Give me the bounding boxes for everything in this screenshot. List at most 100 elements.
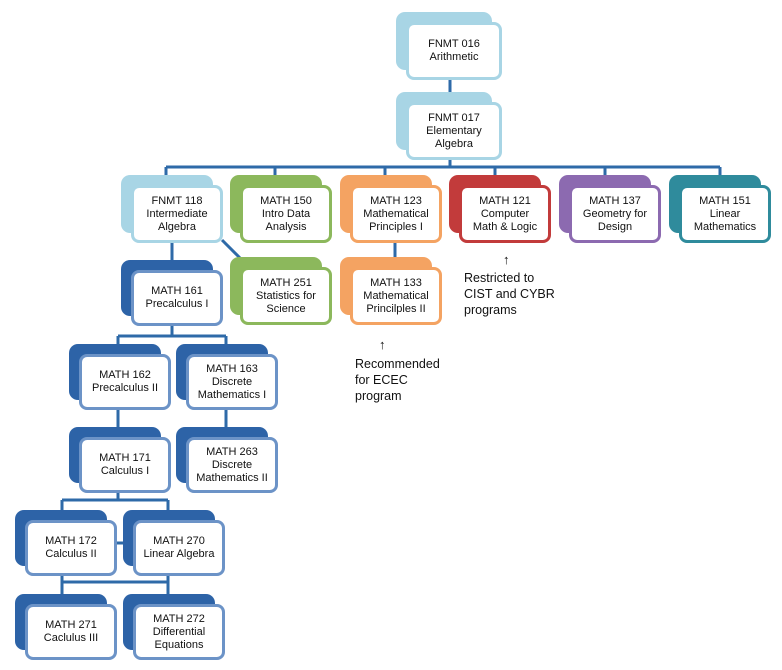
course-code: FNMT 118 bbox=[151, 194, 203, 207]
connector-segment bbox=[220, 238, 242, 260]
course-name: Linear bbox=[709, 207, 741, 220]
course-math271: MATH 271 Caclulus III bbox=[15, 594, 117, 660]
course-code: MATH 172 bbox=[45, 535, 97, 547]
course-box: MATH 270 Linear Algebra bbox=[133, 520, 225, 576]
course-fnmt016: FNMT 016 Arithmetic bbox=[396, 12, 502, 80]
course-name: Differential bbox=[152, 625, 206, 638]
course-name-line2: Design bbox=[597, 220, 633, 233]
course-name: Intro Data bbox=[261, 207, 311, 220]
course-code: MATH 150 bbox=[260, 194, 312, 207]
note-line: program bbox=[355, 389, 402, 403]
course-code: MATH 161 bbox=[151, 285, 203, 297]
course-name: Intermediate bbox=[146, 207, 208, 220]
course-box: MATH 151 Linear Mathematics bbox=[679, 185, 771, 243]
course-name-line2: Principles I bbox=[369, 220, 423, 233]
course-box: FNMT 016 Arithmetic bbox=[406, 22, 502, 80]
course-box: MATH 263 Discrete Mathematics II bbox=[186, 437, 278, 493]
note-line: CIST and CYBR bbox=[464, 287, 555, 301]
course-name: Caclulus III bbox=[43, 632, 99, 644]
course-code: MATH 251 bbox=[260, 276, 312, 289]
note-line: programs bbox=[464, 303, 517, 317]
course-code: MATH 151 bbox=[699, 194, 751, 207]
course-name: Calculus II bbox=[45, 548, 97, 560]
course-math251: MATH 251 Statistics for Science bbox=[230, 257, 332, 325]
course-name-line2: Mathematics II bbox=[196, 471, 268, 484]
course-math272: MATH 272 Differential Equations bbox=[123, 594, 225, 660]
course-math137: MATH 137 Geometry for Design bbox=[559, 175, 661, 243]
course-math151: MATH 151 Linear Mathematics bbox=[669, 175, 771, 243]
course-name: Mathematical bbox=[363, 207, 429, 220]
course-math150: MATH 150 Intro Data Analysis bbox=[230, 175, 332, 243]
course-box: MATH 121 Computer Math & Logic bbox=[459, 185, 551, 243]
course-name: Computer bbox=[480, 207, 530, 220]
course-box: FNMT 017 Elementary Algebra bbox=[406, 102, 502, 160]
course-code: MATH 121 bbox=[479, 194, 531, 207]
course-code: FNMT 016 bbox=[428, 38, 480, 50]
course-code: MATH 272 bbox=[153, 612, 205, 625]
course-name-line2: Math & Logic bbox=[472, 220, 538, 233]
course-box: MATH 163 Discrete Mathematics I bbox=[186, 354, 278, 410]
course-code: MATH 163 bbox=[206, 362, 258, 375]
course-math263: MATH 263 Discrete Mathematics II bbox=[176, 427, 278, 493]
course-name-line2: Mathematics I bbox=[197, 388, 267, 401]
course-box: MATH 123 Mathematical Principles I bbox=[350, 185, 442, 243]
course-name: Mathematical bbox=[363, 289, 429, 302]
course-name: Geometry for bbox=[582, 207, 648, 220]
course-box: MATH 172 Calculus II bbox=[25, 520, 117, 576]
up-arrow-icon: ↑ bbox=[503, 252, 510, 267]
course-box: MATH 133 Mathematical Princilples II bbox=[350, 267, 442, 325]
course-math270: MATH 270 Linear Algebra bbox=[123, 510, 225, 576]
course-name: Arithmetic bbox=[429, 51, 479, 63]
course-math162: MATH 162 Precalculus II bbox=[69, 344, 171, 410]
course-fnmt118: FNMT 118 Intermediate Algebra bbox=[121, 175, 223, 243]
course-name-line2: Mathematics bbox=[693, 220, 757, 233]
course-box: MATH 171 Calculus I bbox=[79, 437, 171, 493]
course-name-line2: Algebra bbox=[158, 220, 196, 233]
course-name-line2: Analysis bbox=[265, 220, 307, 233]
course-name: Elementary bbox=[426, 124, 482, 137]
course-box: MATH 251 Statistics for Science bbox=[240, 267, 332, 325]
course-name-line2: Science bbox=[266, 302, 306, 315]
course-math161: MATH 161 Precalculus I bbox=[121, 260, 223, 326]
course-code: MATH 271 bbox=[45, 619, 97, 631]
course-box: MATH 150 Intro Data Analysis bbox=[240, 185, 332, 243]
recommended-note: Recommended for ECEC program bbox=[355, 356, 440, 404]
course-name: Discrete bbox=[211, 375, 253, 388]
course-code: MATH 137 bbox=[589, 194, 641, 207]
course-name: Precalculus I bbox=[145, 298, 209, 310]
course-box: MATH 161 Precalculus I bbox=[131, 270, 223, 326]
course-box: MATH 137 Geometry for Design bbox=[569, 185, 661, 243]
course-box: MATH 271 Caclulus III bbox=[25, 604, 117, 660]
course-name-line2: Princilples II bbox=[366, 302, 426, 315]
course-box: FNMT 118 Intermediate Algebra bbox=[131, 185, 223, 243]
note-line: Restricted to bbox=[464, 271, 535, 285]
course-math163: MATH 163 Discrete Mathematics I bbox=[176, 344, 278, 410]
course-code: MATH 133 bbox=[370, 276, 422, 289]
course-name-line2: Equations bbox=[154, 638, 204, 651]
course-math133: MATH 133 Mathematical Princilples II bbox=[340, 257, 442, 325]
course-name: Discrete bbox=[211, 458, 253, 471]
course-code: MATH 263 bbox=[206, 445, 258, 458]
course-name: Linear Algebra bbox=[143, 548, 215, 560]
course-code: MATH 123 bbox=[370, 194, 422, 207]
course-math171: MATH 171 Calculus I bbox=[69, 427, 171, 493]
course-fnmt017: FNMT 017 Elementary Algebra bbox=[396, 92, 502, 160]
course-box: MATH 272 Differential Equations bbox=[133, 604, 225, 660]
course-name: Precalculus II bbox=[91, 382, 159, 394]
note-line: Recommended bbox=[355, 357, 440, 371]
course-math121: MATH 121 Computer Math & Logic bbox=[449, 175, 551, 243]
note-line: for ECEC bbox=[355, 373, 408, 387]
course-box: MATH 162 Precalculus II bbox=[79, 354, 171, 410]
restricted-note: Restricted to CIST and CYBR programs bbox=[464, 270, 555, 318]
course-code: FNMT 017 bbox=[428, 111, 480, 124]
course-name-line2: Algebra bbox=[435, 137, 473, 150]
up-arrow-icon: ↑ bbox=[379, 337, 386, 352]
course-code: MATH 270 bbox=[153, 535, 205, 547]
course-code: MATH 171 bbox=[99, 452, 151, 464]
course-math172: MATH 172 Calculus II bbox=[15, 510, 117, 576]
course-math123: MATH 123 Mathematical Principles I bbox=[340, 175, 442, 243]
course-name: Calculus I bbox=[100, 465, 150, 477]
course-code: MATH 162 bbox=[99, 369, 151, 381]
course-name: Statistics for bbox=[256, 289, 316, 302]
